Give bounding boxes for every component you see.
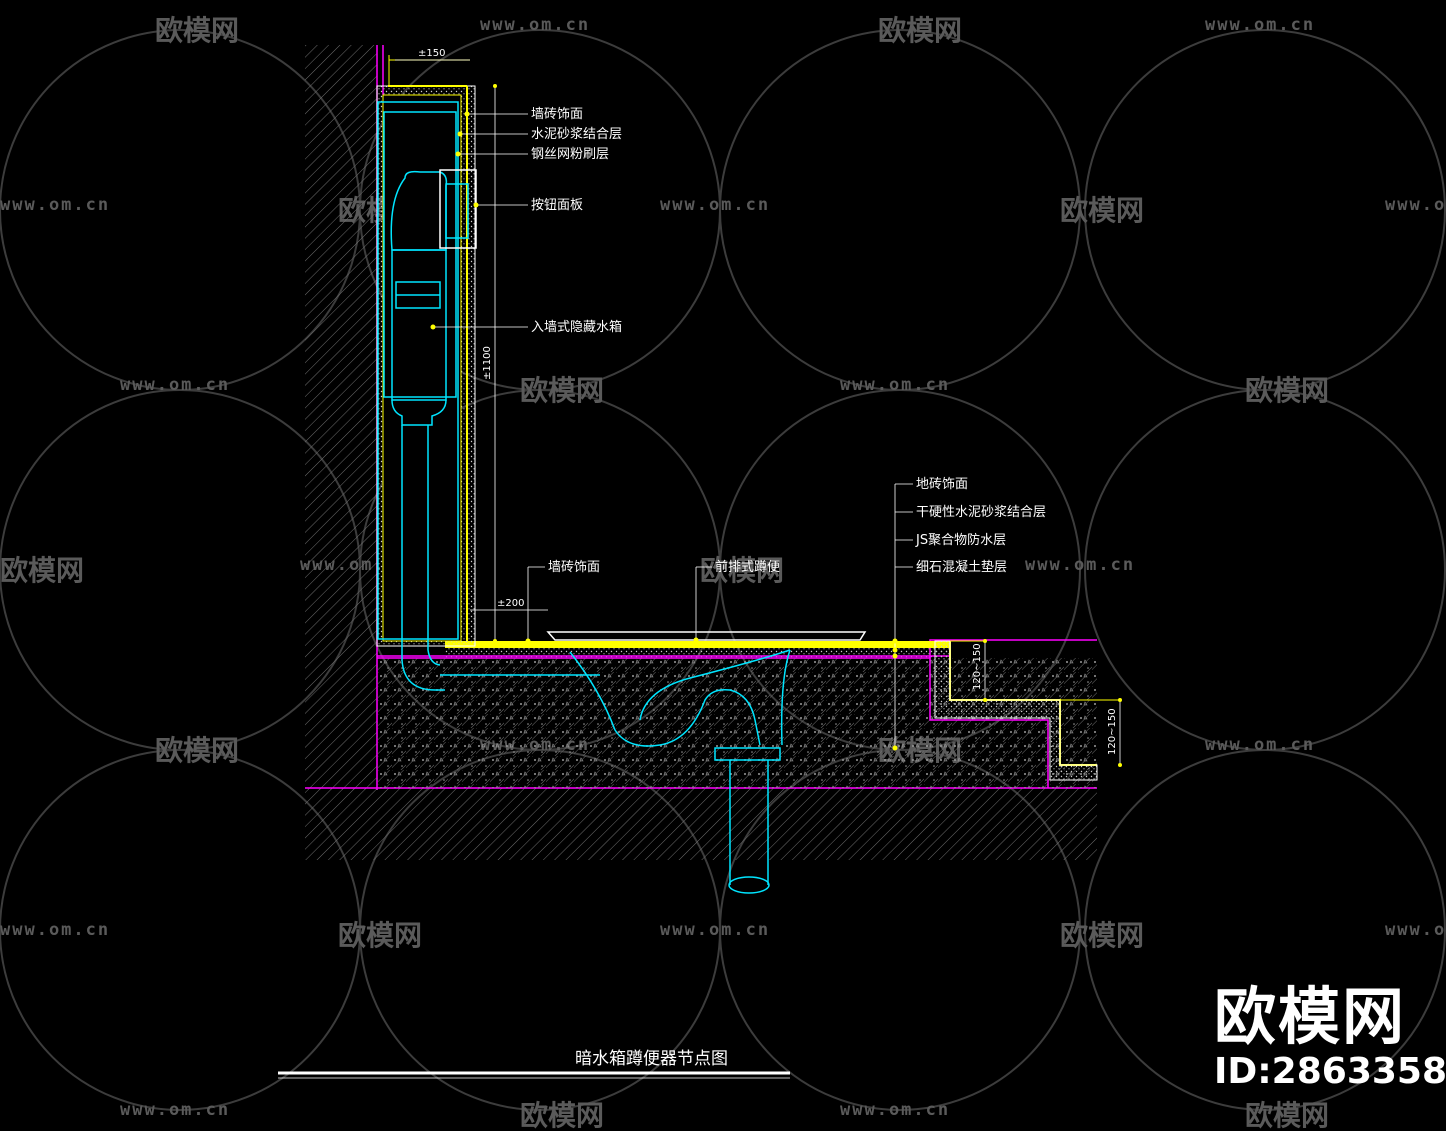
watermark-url: www.om.cn bbox=[1205, 735, 1315, 755]
watermark-url: www.om.cn bbox=[840, 375, 950, 395]
watermark-logo: 欧模网 bbox=[1245, 374, 1329, 407]
watermark-url: www.om.cn bbox=[1205, 15, 1315, 35]
wall-structure bbox=[305, 45, 384, 790]
label-concealed-tank: 入墙式隐藏水箱 bbox=[531, 319, 622, 335]
leader-dots bbox=[430, 111, 898, 751]
watermark-url: www.om.cn bbox=[480, 15, 590, 35]
watermark-logo: 欧模网 bbox=[520, 374, 604, 407]
dim-step-1: 120~150 bbox=[972, 643, 983, 690]
watermark-logo: 欧模网 bbox=[878, 14, 962, 47]
brand-id: ID:2863358 bbox=[1214, 1051, 1446, 1092]
label-concrete-base: 细石混凝土垫层 bbox=[916, 559, 1007, 575]
watermark-logo: 欧模网 bbox=[1245, 1099, 1329, 1131]
concealed-tank bbox=[383, 111, 477, 691]
label-squat-toilet: 前排式蹲便 bbox=[715, 559, 780, 575]
watermark-url: www.om.cn bbox=[660, 920, 770, 940]
label-dry-mortar: 干硬性水泥砂浆结合层 bbox=[916, 505, 1046, 520]
label-floor-tile: 地砖饰面 bbox=[916, 477, 968, 492]
watermark-logo: 欧模网 bbox=[338, 919, 422, 952]
drawing-title: 暗水箱蹲便器节点图 bbox=[575, 1049, 728, 1069]
watermark-logo: 欧模网 bbox=[0, 554, 84, 587]
watermark-url: www.om.cn bbox=[120, 375, 230, 395]
watermark-logo: 欧模网 bbox=[155, 734, 239, 767]
brand-stamp: 欧模网 ID:2863358 bbox=[1214, 982, 1446, 1092]
label-button-panel: 按钮面板 bbox=[531, 198, 583, 213]
watermark-logo: 欧模网 bbox=[520, 1099, 604, 1131]
watermark-logo: 欧模网 bbox=[155, 14, 239, 47]
watermark-url: www.om.cn bbox=[0, 920, 110, 940]
watermark-logo: 欧模网 bbox=[1060, 919, 1144, 952]
watermark-url: www.om.cn bbox=[1385, 195, 1446, 215]
floor-finish-layers bbox=[377, 640, 1120, 788]
watermark-url: www.om.cn bbox=[1025, 555, 1135, 575]
watermark-url: www.om.cn bbox=[660, 195, 770, 215]
watermark-logo: 欧模网 bbox=[1060, 194, 1144, 227]
watermark-url: www.om.cn bbox=[120, 1100, 230, 1120]
label-cement-mortar: 水泥砂浆结合层 bbox=[531, 127, 622, 142]
watermark-texts: www.om.cn www.om.cn www.om.cn www.om.cn www.… bbox=[0, 14, 1446, 1131]
label-wall-tile: 墙砖饰面 bbox=[531, 107, 583, 122]
dim-height: ±1100 bbox=[482, 346, 493, 380]
watermark-logo: 欧模网 bbox=[700, 554, 784, 587]
label-wall-tile-lower: 墙砖饰面 bbox=[548, 560, 600, 575]
wall-finish-layers bbox=[376, 55, 476, 647]
watermark-url: www.om.cn bbox=[840, 1100, 950, 1120]
dim-bottom-width: ±200 bbox=[497, 598, 524, 609]
dim-step-2: 120~150 bbox=[1107, 708, 1118, 755]
watermark-url: www.om.cn bbox=[1385, 920, 1446, 940]
dim-top-width: ±150 bbox=[418, 48, 445, 59]
floor-slab bbox=[305, 639, 1097, 860]
squat-toilet bbox=[440, 631, 867, 894]
brand-name: 欧模网 bbox=[1214, 980, 1407, 1053]
label-wire-mesh: 钢丝网粉刷层 bbox=[531, 147, 609, 162]
label-js-waterproof: JS聚合物防水层 bbox=[915, 532, 1006, 548]
watermark-url: www.om.cn bbox=[0, 195, 110, 215]
leader-lines bbox=[433, 113, 913, 748]
dimension-lines bbox=[395, 59, 1121, 765]
